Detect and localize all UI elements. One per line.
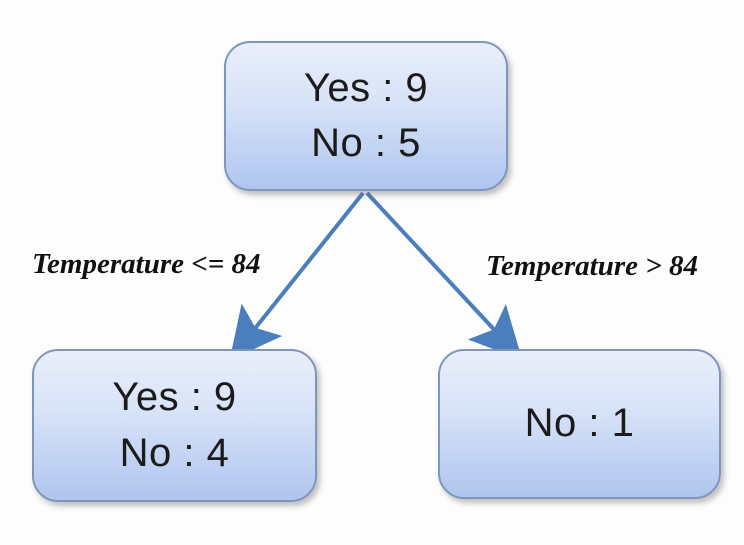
root-node: Yes : 9 No : 5 — [224, 41, 508, 191]
edge-label-right-condition: Temperature > 84 — [486, 250, 699, 282]
edge-line-left — [229, 191, 365, 361]
root-node-line2: No : 5 — [311, 121, 421, 165]
right-child-node: No : 1 — [438, 349, 721, 499]
left-child-node-line2: No : 4 — [119, 430, 230, 475]
edge-label-left-condition: Temperature <= 84 — [32, 248, 261, 280]
edge-line-right — [365, 191, 523, 360]
left-child-node-line1: Yes : 9 — [112, 375, 237, 420]
right-child-node-line1: No : 1 — [524, 401, 635, 446]
left-child-node: Yes : 9 No : 4 — [32, 349, 317, 502]
root-node-line1: Yes : 9 — [303, 65, 429, 110]
